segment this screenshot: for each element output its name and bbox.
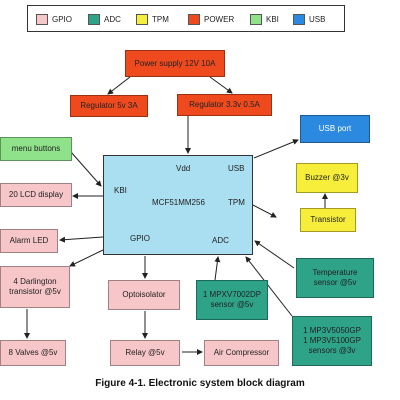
wire-mcu-to-usb bbox=[253, 139, 299, 159]
pin-gpio: GPIO bbox=[130, 234, 151, 243]
menu-buttons-block: menu buttons bbox=[0, 137, 72, 161]
wire-menu-to-kbi bbox=[70, 151, 102, 187]
optoisolator-block: Optoisolator bbox=[108, 280, 180, 310]
alarm-led-block: Alarm LED bbox=[0, 229, 58, 253]
legend-swatch bbox=[250, 13, 262, 25]
pin-vdd: Vdd bbox=[176, 164, 191, 173]
mpxv7002dp-sensor-block: 1 MPXV7002DP sensor @5v bbox=[196, 280, 268, 320]
figure-caption: Figure 4-1. Electronic system block diag… bbox=[95, 378, 305, 389]
legend-label: GPIO bbox=[52, 14, 73, 24]
relay-block: Relay @5v bbox=[110, 340, 180, 366]
legend-tpm: TPM bbox=[136, 13, 169, 25]
lcd-display-block: 20 LCD display bbox=[0, 183, 72, 207]
transistor-block: Transistor bbox=[300, 208, 356, 232]
legend-power: POWER bbox=[188, 13, 234, 25]
legend-swatch bbox=[293, 13, 305, 25]
legend-label: KBI bbox=[266, 14, 279, 24]
pin-kbi: KBI bbox=[114, 186, 127, 195]
legend-gpio: GPIO bbox=[36, 13, 72, 25]
microcontroller-block: Vdd USB KBI MCF51MM256 TPM GPIO ADC bbox=[103, 155, 253, 255]
mp3v-sensors-block: 1 MP3V5050GP 1 MP3V5100GP sensors @3v bbox=[292, 316, 372, 366]
buzzer-block: Buzzer @3v bbox=[296, 163, 358, 193]
legend-swatch bbox=[36, 13, 48, 25]
power-supply-block: Power supply 12V 10A bbox=[125, 50, 225, 77]
legend-swatch bbox=[136, 13, 148, 25]
darlington-block: 4 Darlington transistor @5v bbox=[0, 266, 70, 308]
temperature-sensor-block: Temperature sensor @5v bbox=[296, 258, 374, 298]
pin-usb: USB bbox=[228, 164, 245, 173]
air-compressor-block: Air Compressor bbox=[204, 340, 279, 366]
color-legend: GPIO ADC TPM POWER KBI USB bbox=[27, 5, 345, 32]
wire-mcu-to-alarm bbox=[59, 236, 104, 243]
legend-label: TPM bbox=[152, 14, 169, 24]
wire-mcu-to-darlington bbox=[69, 249, 104, 267]
wire-temp-to-adc bbox=[254, 240, 295, 269]
legend-label: ADC bbox=[104, 14, 121, 24]
legend-label: USB bbox=[309, 14, 326, 24]
usb-port-block: USB port bbox=[300, 115, 370, 143]
wire-tpm-to-transistor bbox=[252, 204, 277, 218]
legend-label: POWER bbox=[204, 14, 235, 24]
legend-kbi: KBI bbox=[250, 13, 279, 25]
pin-tpm: TPM bbox=[228, 198, 245, 207]
regulator-3-3v-block: Regulator 3.3v 0.5A bbox=[177, 94, 272, 116]
wire-power-to-reg5v bbox=[107, 76, 131, 95]
legend-swatch bbox=[188, 13, 200, 25]
regulator-5v-block: Regulator 5v 3A bbox=[70, 95, 148, 117]
wire-mpxv-to-adc bbox=[214, 256, 221, 281]
legend-adc: ADC bbox=[88, 13, 121, 25]
mcu-part-number: MCF51MM256 bbox=[152, 198, 205, 207]
valves-block: 8 Valves @5v bbox=[0, 340, 66, 366]
pin-adc: ADC bbox=[212, 236, 229, 245]
wire-power-to-reg33v bbox=[209, 76, 233, 94]
legend-usb: USB bbox=[293, 13, 325, 25]
legend-swatch bbox=[88, 13, 100, 25]
wire-mp3v-to-adc bbox=[245, 256, 293, 317]
